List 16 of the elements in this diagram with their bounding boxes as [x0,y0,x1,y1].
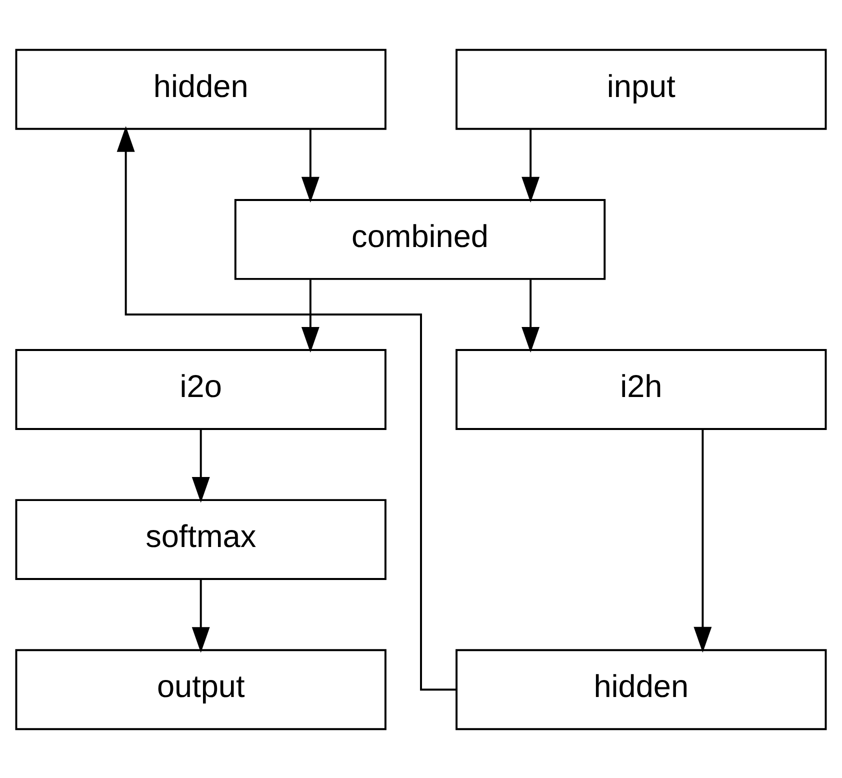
node-box: hidden [456,648,827,730]
arrow [301,129,320,202]
node-box: i2h [456,348,827,430]
arrow [192,579,210,652]
arrow [116,126,456,690]
node-box: combined [234,198,606,280]
node-box: i2o [15,348,386,430]
node-box: output [15,648,386,730]
node-box: input [456,48,827,130]
arrow [694,428,712,652]
arrow [301,279,320,352]
arrow [522,279,540,352]
node-box: hidden [15,48,386,130]
node-box: softmax [15,498,386,580]
arrow [522,129,540,202]
arrow [192,429,210,502]
